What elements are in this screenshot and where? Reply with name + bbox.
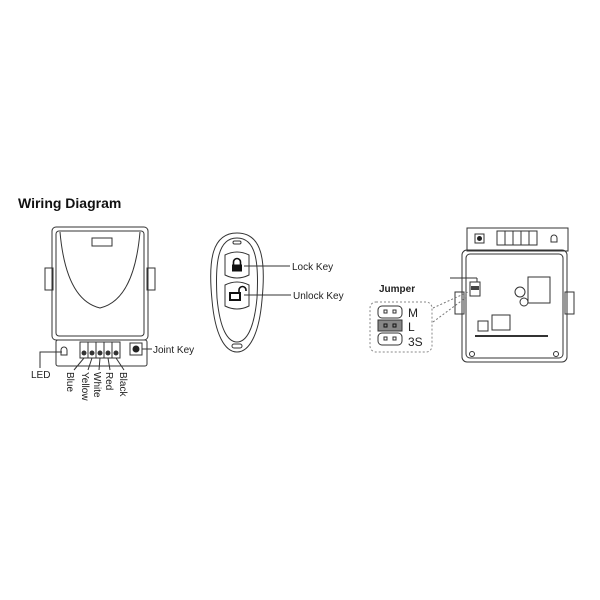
receiver-unit bbox=[39, 226, 156, 371]
jumper-label: Jumper bbox=[379, 284, 415, 295]
joint-key-button bbox=[129, 342, 143, 356]
wire-label-blue: Blue bbox=[64, 372, 75, 392]
locked-padlock-icon bbox=[232, 257, 242, 272]
remote-control bbox=[210, 232, 291, 353]
led-label: LED bbox=[31, 370, 50, 381]
jumper-option-m: M bbox=[408, 306, 418, 320]
jumper-pin-l-selected bbox=[377, 319, 403, 332]
unlock-key-button bbox=[224, 281, 250, 310]
wire-label-yellow: Yellow bbox=[79, 372, 90, 401]
wire-label-white: White bbox=[91, 372, 102, 398]
wire-label-black: Black bbox=[117, 372, 128, 397]
unlock-key-label: Unlock Key bbox=[293, 291, 344, 302]
jumper-detail bbox=[369, 301, 433, 353]
jumper-option-3s: 3S bbox=[408, 335, 423, 349]
led-icon bbox=[60, 346, 68, 356]
jumper-option-l: L bbox=[408, 320, 415, 334]
jumper-pin-m bbox=[377, 305, 403, 319]
wire-label-red: Red bbox=[103, 372, 114, 390]
diagram-title: Wiring Diagram bbox=[18, 195, 121, 211]
lock-key-button bbox=[224, 251, 250, 279]
unlocked-padlock-icon bbox=[229, 285, 247, 301]
terminal-block bbox=[79, 341, 121, 359]
jumper-pin-3s bbox=[377, 332, 403, 346]
joint-key-label: Joint Key bbox=[153, 345, 194, 356]
receiver-internal-view bbox=[432, 227, 575, 363]
lock-key-label: Lock Key bbox=[292, 262, 333, 273]
